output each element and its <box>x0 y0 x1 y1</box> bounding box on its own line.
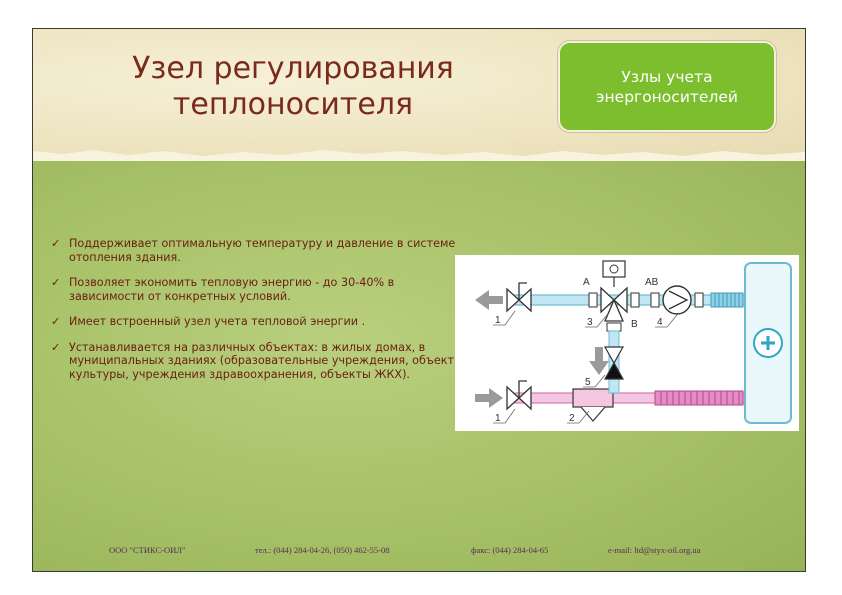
footer: ООО "СТИКС-ОИЛ" тел.: (044) 284-04-26, (… <box>33 545 805 561</box>
flex-hose-top <box>710 292 744 308</box>
label-4: 4 <box>657 317 663 328</box>
footer-company: ООО "СТИКС-ОИЛ" <box>109 545 186 555</box>
label-1-top: 1 <box>495 315 501 326</box>
list-item: ✓Поддерживает оптимальную температуру и … <box>51 237 456 264</box>
heating-unit-diagram: 1 1 2 3 4 5 A AB B <box>455 255 799 431</box>
check-icon: ✓ <box>51 340 61 354</box>
list-item: ✓Устанавливается на различных объектах: … <box>51 340 463 381</box>
port-a: A <box>583 277 590 288</box>
ball-valve-bottom <box>506 380 532 411</box>
strainer <box>572 388 614 422</box>
check-icon: ✓ <box>51 237 61 250</box>
inflow-arrow <box>475 388 503 408</box>
list-item: ✓Имеет встроенный узел учета тепловой эн… <box>51 315 366 328</box>
label-5: 5 <box>585 377 591 388</box>
check-icon: ✓ <box>51 276 61 289</box>
schematic: 1 1 2 3 4 5 A AB B <box>475 260 792 424</box>
footer-fax: факс: (044) 284-04-65 <box>471 545 549 555</box>
torn-paper-edge <box>33 150 805 161</box>
feature-list: ✓Поддерживает оптимальную температуру и … <box>51 237 471 393</box>
port-ab: AB <box>645 277 659 288</box>
page-title: Узел регулирования теплоносителя <box>132 51 454 122</box>
down-arrow <box>589 347 609 375</box>
ball-valve-top <box>506 282 532 313</box>
label-2: 2 <box>569 413 575 424</box>
check-valve <box>603 346 625 380</box>
port-b: B <box>631 319 638 330</box>
label-1-bottom: 1 <box>495 413 501 424</box>
footer-email: e-mail: ltd@styx-oil.org.ua <box>608 545 701 555</box>
footer-phone: тел.: (044) 284-04-26, (050) 462-55-08 <box>255 545 390 555</box>
slide: Узел регулирования теплоносителя Узлы уч… <box>32 28 806 572</box>
three-way-valve <box>588 260 640 332</box>
label-3: 3 <box>587 317 593 328</box>
energy-metering-button[interactable]: Узлы учета энергоносителей <box>558 41 776 132</box>
energy-metering-button-label: Узлы учета энергоносителей <box>596 67 738 106</box>
check-icon: ✓ <box>51 315 61 328</box>
heat-exchanger <box>744 262 792 424</box>
pump <box>650 285 704 315</box>
outflow-arrow <box>475 290 503 310</box>
list-item: ✓Позволяет экономить тепловую энергию - … <box>51 276 395 303</box>
flex-hose-bottom <box>654 390 744 406</box>
